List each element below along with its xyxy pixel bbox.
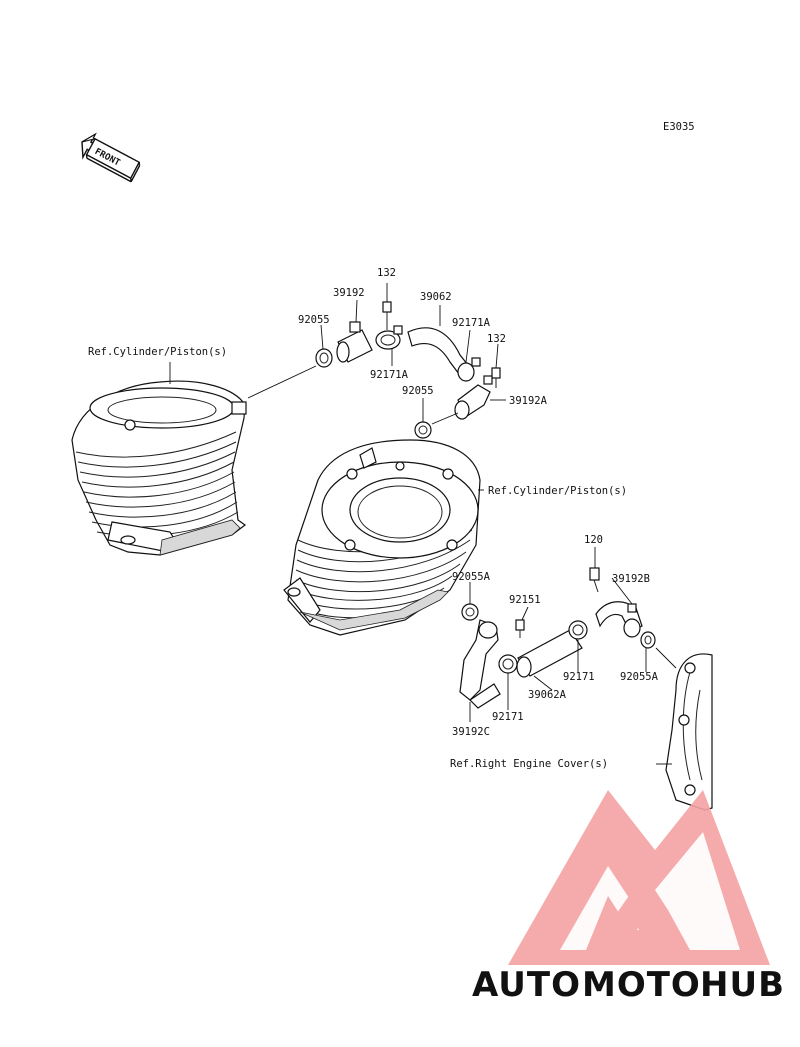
label-92055a-right: 92055A xyxy=(620,671,659,683)
label-92171a-right: 92171A xyxy=(452,317,491,329)
label-39062: 39062 xyxy=(420,291,452,303)
label-92171a-left: 92171A xyxy=(370,369,409,381)
label-132-top: 132 xyxy=(377,267,396,279)
label-92151: 92151 xyxy=(509,594,541,606)
label-ref-cylinder-right: Ref.Cylinder/Piston(s) xyxy=(488,485,627,497)
cylinder-right xyxy=(283,439,481,636)
o-ring-92055-mid xyxy=(414,421,432,439)
label-39062a: 39062A xyxy=(528,689,567,701)
o-ring-92055-top xyxy=(315,348,333,368)
watermark-logo-icon xyxy=(508,790,770,965)
label-39192c: 39192C xyxy=(452,726,490,738)
engine-cover xyxy=(665,653,713,811)
diagram-code: E3035 xyxy=(663,121,695,133)
label-39192: 39192 xyxy=(333,287,365,299)
label-ref-engine-cover: Ref.Right Engine Cover(s) xyxy=(450,758,608,770)
label-92055-top: 92055 xyxy=(298,314,330,326)
label-132-right: 132 xyxy=(487,333,506,345)
label-39192b: 39192B xyxy=(612,573,650,585)
label-120: 120 xyxy=(584,534,603,546)
label-92171-bottom: 92171 xyxy=(492,711,524,723)
label-92055-mid: 92055 xyxy=(402,385,434,397)
cylinder-left xyxy=(71,380,247,556)
label-ref-cylinder-left: Ref.Cylinder/Piston(s) xyxy=(88,346,227,358)
label-39192a: 39192A xyxy=(509,395,548,407)
front-arrow-icon: FRONT xyxy=(81,132,141,183)
leader-lines xyxy=(169,283,677,765)
lower-pipe-assembly xyxy=(459,567,656,709)
watermark-auto: AUTO xyxy=(472,965,581,1005)
label-92171-right: 92171 xyxy=(563,671,595,683)
label-92055a-left: 92055A xyxy=(452,571,491,583)
watermark-hub: HUB xyxy=(700,965,785,1005)
part-labels: Ref.Cylinder/Piston(s) 132 39192 39062 9… xyxy=(88,267,659,770)
upper-pipe-assembly xyxy=(315,301,501,439)
watermark-moto: MOTO xyxy=(582,965,701,1005)
